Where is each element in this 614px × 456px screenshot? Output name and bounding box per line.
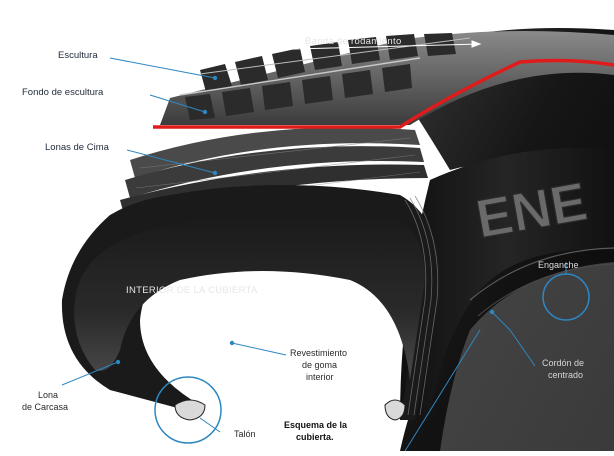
label-cordon-line2: centrado [548,370,583,380]
carcass-cross-section [61,185,441,421]
label-banda-rodamiento: Banda de rodamiento [305,36,402,47]
tread-blocks [185,33,456,120]
banda-rodamiento-bracket [256,40,482,54]
label-revestimiento-line3: interior [306,372,334,382]
red-highlight-line [153,58,614,129]
label-revestimiento-line2: de goma [302,360,337,370]
label-interior-cubierta: INTERIOR DE LA CUBIERTA [126,285,258,296]
label-cordon-line1: Cordón de [542,358,584,368]
label-talon: Talón [234,429,256,439]
label-revestimiento-line1: Revestimiento [290,348,347,358]
label-lonas-cima: Lonas de Cima [45,142,110,153]
label-esquema-line2: cubierta. [296,432,334,442]
label-fondo-escultura: Fondo de escultura [22,87,104,98]
label-escultura: Escultura [58,50,98,61]
label-enganche: Enganche [538,260,579,270]
labels: Escultura Fondo de escultura Lonas de Ci… [22,36,584,442]
label-lona-carcasa-line1: Lona [38,390,58,400]
leader-dots [115,75,495,365]
leader-lines [61,57,567,452]
label-lona-carcasa-line2: de Carcasa [22,402,68,412]
tire-outer-body [380,28,614,451]
label-esquema-line1: Esquema de la [284,420,348,430]
tread-band [160,31,614,125]
talon-highlight-circle [154,376,222,444]
